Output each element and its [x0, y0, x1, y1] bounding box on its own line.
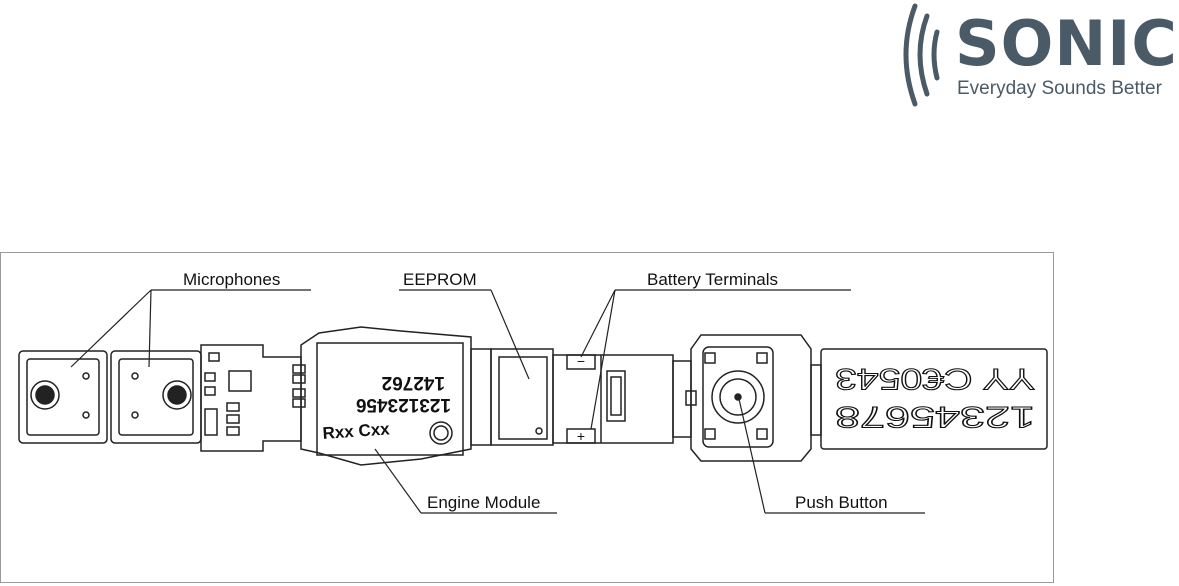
sound-waves-icon — [893, 2, 953, 110]
flex-pcb-microphone — [201, 345, 305, 451]
tag-markings: YY C€0543 12345678 — [835, 362, 1035, 433]
engine-marking-line1: 142762 — [382, 372, 445, 393]
hearing-aid-diagram: − + 142762 123123456 Rxx Cxx YY C€0543 1… — [1, 253, 1055, 584]
engine-marking-line2: 123123456 — [356, 394, 451, 415]
callout-eeprom: EEPROM — [403, 270, 477, 289]
callout-engine-module: Engine Module — [427, 493, 540, 512]
tag-marking-lower: 12345678 — [835, 400, 1035, 433]
callout-microphones: Microphones — [183, 270, 280, 289]
microphone-left — [19, 351, 107, 443]
diagram-frame: − + 142762 123123456 Rxx Cxx YY C€0543 1… — [0, 252, 1054, 583]
callout-battery-terminals: Battery Terminals — [647, 270, 778, 289]
battery-terminal-plus: + — [577, 428, 585, 444]
battery-terminal-board — [553, 355, 696, 443]
microphone-right — [111, 351, 201, 443]
tag-marking-upper: YY C€0543 — [835, 362, 1035, 395]
engine-markings: 142762 123123456 — [356, 372, 451, 415]
battery-terminal-minus: − — [577, 353, 585, 369]
engine-marking-line3: Rxx Cxx — [322, 419, 391, 443]
callout-push-button: Push Button — [795, 493, 888, 512]
brand-logo: SONIC Everyday Sounds Better — [893, 2, 1179, 110]
leader-lines — [71, 290, 925, 513]
eeprom-chip — [471, 349, 553, 445]
brand-name: SONIC — [955, 6, 1178, 82]
push-button-housing — [691, 335, 811, 461]
brand-tagline: Everyday Sounds Better — [957, 78, 1162, 100]
